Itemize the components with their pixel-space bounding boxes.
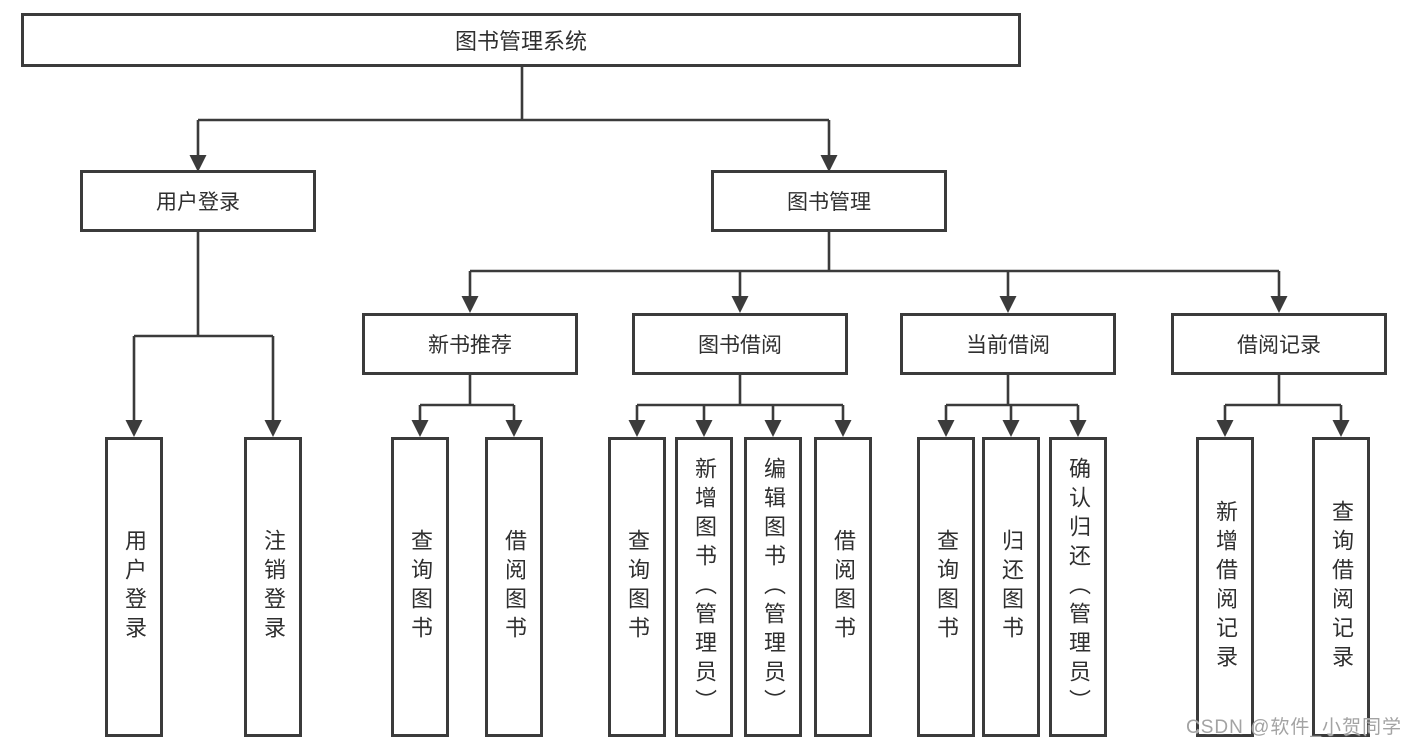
connector-book-borrow-children: [635, 375, 845, 421]
node-new-book-recommend: 新书推荐: [362, 313, 578, 375]
leaf-add-borrow-record: 新增借阅记录: [1196, 437, 1254, 737]
leaf-return-books: 归还图书: [982, 437, 1040, 737]
leaf-edit-books-admin: 编辑图书（管理员）: [744, 437, 802, 737]
connector-book-management-children: [468, 232, 1281, 297]
leaf-confirm-return-admin: 确认归还（管理员）: [1049, 437, 1107, 737]
connector-new-book-children: [418, 375, 516, 421]
connector-borrow-record-children: [1223, 375, 1343, 421]
leaf-user-login: 用户登录: [105, 437, 163, 737]
leaf-logout: 注销登录: [244, 437, 302, 737]
connector-current-borrow-children: [944, 375, 1080, 421]
leaf-query-books-borrowing: 查询图书: [608, 437, 666, 737]
connector-user-login-children: [132, 232, 275, 421]
node-current-borrowing: 当前借阅: [900, 313, 1116, 375]
node-book-borrowing: 图书借阅: [632, 313, 848, 375]
leaf-borrow-books-borrowing: 借阅图书: [814, 437, 872, 737]
connector-root-to-level2: [196, 67, 831, 156]
leaf-query-books-current: 查询图书: [917, 437, 975, 737]
leaf-borrow-books-recommend: 借阅图书: [485, 437, 543, 737]
node-borrowing-records: 借阅记录: [1171, 313, 1387, 375]
node-book-management: 图书管理: [711, 170, 947, 232]
node-user-login: 用户登录: [80, 170, 316, 232]
leaf-query-books-recommend: 查询图书: [391, 437, 449, 737]
leaf-add-books-admin: 新增图书（管理员）: [675, 437, 733, 737]
leaf-query-borrow-record: 查询借阅记录: [1312, 437, 1370, 737]
node-library-management-system: 图书管理系统: [21, 13, 1021, 67]
csdn-watermark: CSDN @软件_小贺同学: [1186, 717, 1402, 738]
